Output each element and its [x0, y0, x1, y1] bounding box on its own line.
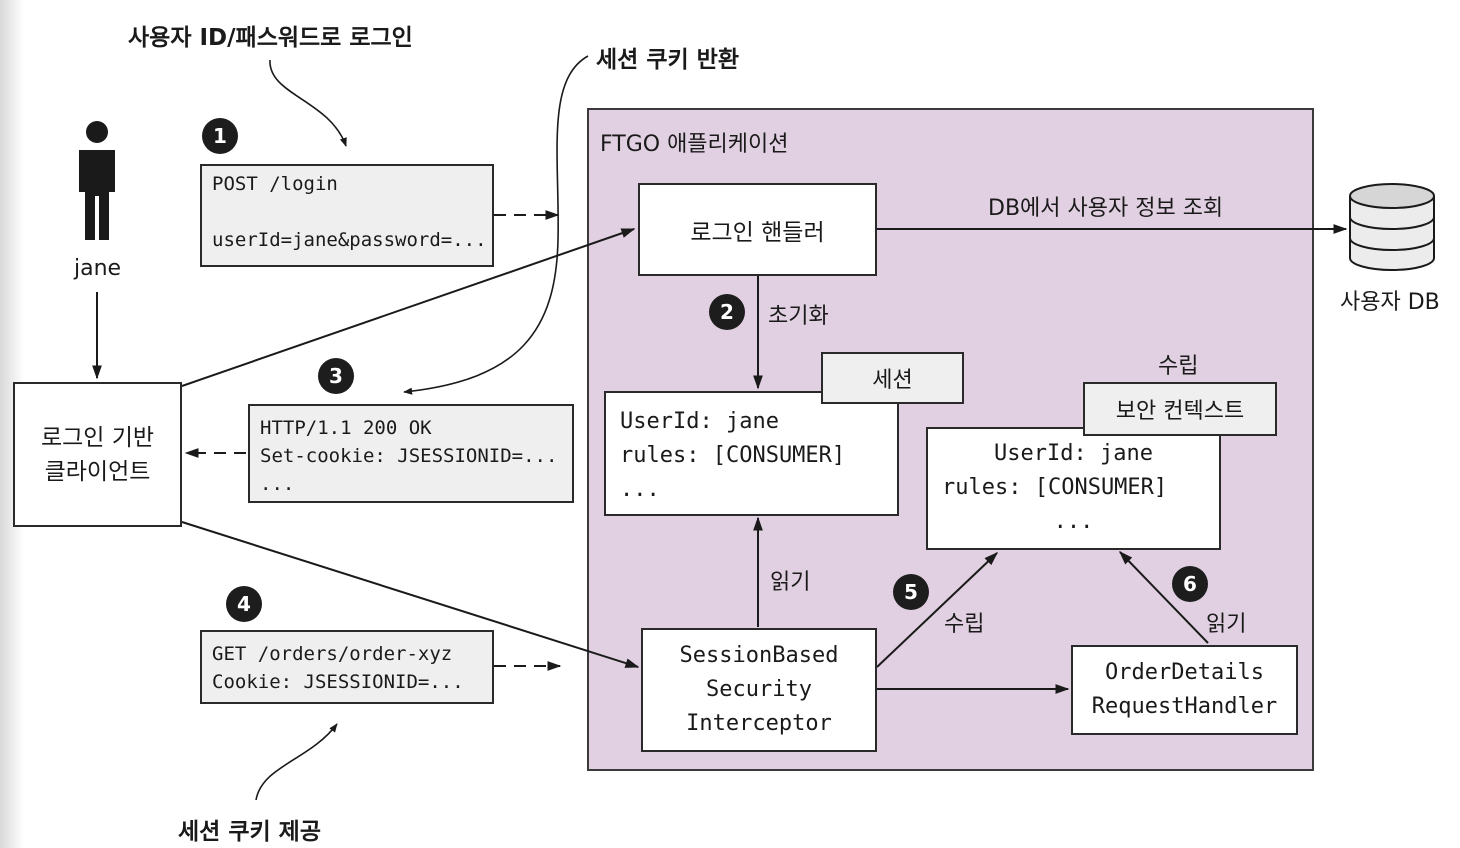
security-context-tab: 보안 컨텍스트	[1083, 382, 1277, 436]
security-context-tab-label: 보안 컨텍스트	[1115, 399, 1245, 424]
annotation-assemble-context: 수립	[944, 612, 985, 637]
client-label-line2: 클라이언트	[44, 458, 151, 485]
order-details-request-handler-box: OrderDetails RequestHandler	[1071, 645, 1298, 735]
login-based-client-box: 로그인 기반 클라이언트	[13, 382, 182, 527]
session-tab: 세션	[821, 352, 964, 404]
callout-curve-return-cookie	[403, 55, 589, 395]
annotation-return-session-cookie: 세션 쿠키 반환	[596, 47, 739, 73]
session-line2: rules: [CONSUMER]	[620, 443, 846, 468]
handler-line1: OrderDetails	[1105, 660, 1264, 685]
response-line2: Set-cookie: JSESSIONID=...	[260, 445, 558, 467]
arrow-client-to-interceptor	[181, 521, 640, 668]
user-person-icon	[79, 121, 115, 240]
login-request-line2	[212, 198, 482, 226]
annotation-read-context: 읽기	[1206, 612, 1247, 637]
session-based-security-interceptor-box: SessionBased Security Interceptor	[641, 628, 877, 752]
callout-curve-provide-cookie	[255, 723, 338, 801]
step-badge-6: 6	[1172, 566, 1208, 602]
user-db-label: 사용자 DB	[1340, 290, 1440, 315]
session-box: UserId: jane rules: [CONSUMER]...	[604, 391, 899, 516]
annotation-provide-session-cookie: 세션 쿠키 제공	[178, 819, 321, 845]
interceptor-line1: SessionBased	[679, 643, 839, 668]
security-context-box: UserId: jane rules: [CONSUMER]...	[926, 427, 1221, 550]
login-request-line1: POST /login	[212, 173, 338, 195]
step-badge-1: 1	[202, 118, 238, 154]
login-handler-box: 로그인 핸들러	[638, 183, 877, 276]
annotation-read-session: 읽기	[770, 570, 811, 595]
interceptor-line2: Security	[706, 677, 812, 702]
client-label-line1: 로그인 기반	[40, 424, 155, 451]
step-badge-2: 2	[709, 294, 745, 330]
response-line1: HTTP/1.1 200 OK	[260, 417, 432, 439]
step-badge-5: 5	[893, 574, 929, 610]
handler-line2: RequestHandler	[1091, 694, 1278, 719]
security-context-line3: ...	[1053, 509, 1094, 534]
callout-curve-login	[269, 59, 347, 147]
login-handler-label: 로그인 핸들러	[690, 219, 825, 246]
interceptor-line3: Interceptor	[686, 711, 832, 736]
annotation-login-with-credentials: 사용자 ID/패스워드로 로그인	[128, 25, 413, 51]
security-context-line2: rules: [CONSUMER]	[942, 475, 1168, 500]
orders-request-line2: Cookie: JSESSIONID=...	[212, 671, 464, 693]
annotation-lookup-user-in-db: DB에서 사용자 정보 조회	[988, 196, 1224, 221]
arrow-assemble-security-context	[876, 552, 999, 668]
annotation-assemble-top: 수립	[1158, 354, 1199, 379]
step-badge-3: 3	[318, 358, 354, 394]
login-request-line3: userId=jane&password=...	[212, 229, 487, 251]
security-context-line1: UserId: jane	[994, 441, 1153, 466]
session-tab-label: 세션	[872, 368, 913, 393]
response-line3: ...	[260, 473, 295, 495]
login-request-box: POST /login userId=jane&password=...	[200, 164, 494, 267]
user-name-label: jane	[74, 256, 122, 281]
session-line3: ...	[620, 477, 660, 502]
step-badge-4: 4	[226, 586, 262, 622]
annotation-initialize: 초기화	[768, 304, 829, 329]
ftgo-application-title: FTGO 애플리케이션	[600, 132, 789, 157]
orders-request-line1: GET /orders/order-xyz	[212, 643, 453, 665]
database-icon	[1349, 183, 1435, 271]
session-line1: UserId: jane	[620, 409, 779, 434]
login-response-box: HTTP/1.1 200 OK Set-cookie: JSESSIONID=..…	[248, 404, 574, 503]
arrow-client-to-login-handler	[181, 228, 636, 387]
arrow-handler-reads-context	[1119, 550, 1209, 644]
